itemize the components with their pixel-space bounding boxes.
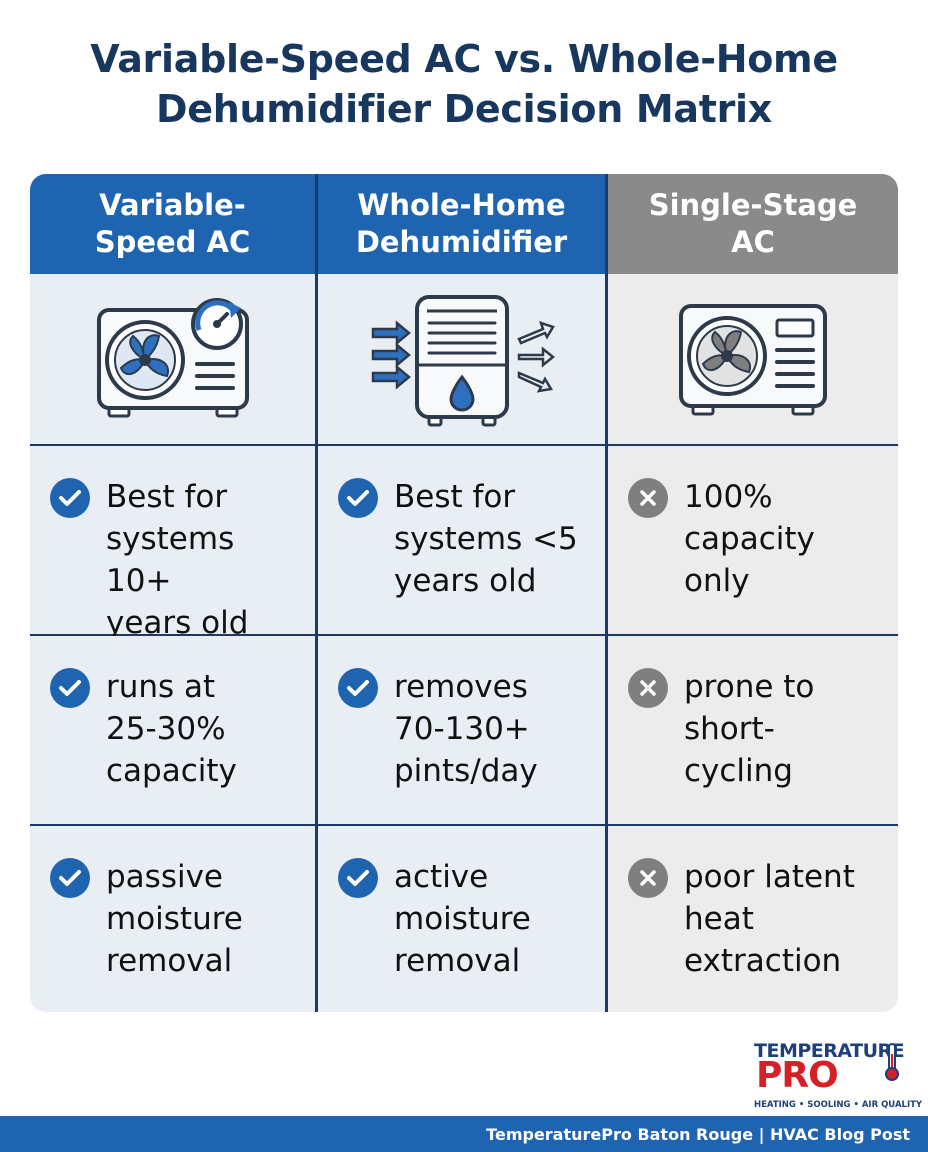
footer-bar: TemperaturePro Baton Rouge | HVAC Blog P… <box>0 1116 928 1152</box>
header-variable-speed-ac: Variable- Speed AC <box>30 174 318 274</box>
logo-tagline: HEATING • SOOLING • AIR QUALITY <box>754 1100 923 1110</box>
check-icon <box>338 668 378 708</box>
title-line-1: Variable-Speed AC vs. Whole-Home <box>90 37 838 81</box>
cross-icon <box>628 478 668 518</box>
header-label-line-1: Single-Stage <box>648 188 858 222</box>
icon-cell-single-stage-ac <box>608 274 898 446</box>
header-label-line-1: Whole-Home <box>357 188 566 222</box>
variable-speed-ac-unit-icon <box>96 298 249 418</box>
header-single-stage-ac: Single-Stage AC <box>608 174 898 274</box>
title-line-2: Dehumidifier Decision Matrix <box>156 87 772 131</box>
header-label-line-1: Variable- <box>99 188 246 222</box>
dehumidifier-icon <box>371 295 555 427</box>
cross-icon <box>628 858 668 898</box>
logo-wordmark-top: TEMPERATURE <box>754 1040 905 1062</box>
header-label-line-2: Speed AC <box>94 225 251 259</box>
footer-text: TemperaturePro Baton Rouge | HVAC Blog P… <box>486 1124 910 1144</box>
check-icon <box>50 858 90 898</box>
icon-cell-whole-home-dehumidifier <box>318 274 608 446</box>
thermometer-icon <box>885 1043 899 1081</box>
check-icon <box>338 478 378 518</box>
header-whole-home-dehumidifier: Whole-Home Dehumidifier <box>318 174 608 274</box>
header-label-line-2: Dehumidifier <box>355 225 568 259</box>
single-stage-ac-unit-icon <box>679 304 827 416</box>
logo-wordmark-main: PRO <box>756 1055 839 1096</box>
check-icon <box>338 858 378 898</box>
icon-cell-variable-speed-ac <box>30 274 318 446</box>
check-icon <box>50 668 90 708</box>
header-label-line-2: AC <box>731 225 775 259</box>
temperaturepro-logo: TEMPERATURE PRO HEATING • SOOLING • AIR … <box>754 1040 922 1114</box>
page-title: Variable-Speed AC vs. Whole-Home Dehumid… <box>0 34 928 134</box>
cross-icon <box>628 668 668 708</box>
check-icon <box>50 478 90 518</box>
decision-matrix: Variable- Speed AC Whole-Home Dehumidifi… <box>30 174 898 1012</box>
